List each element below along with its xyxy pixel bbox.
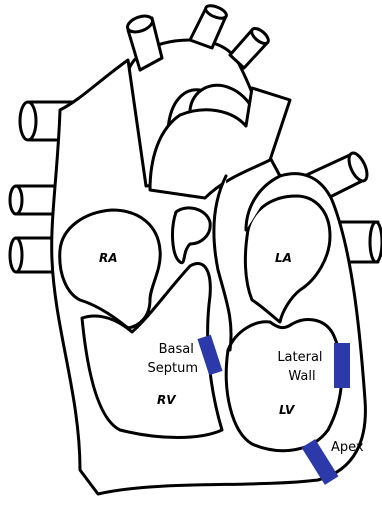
- right-atrium-label: RA: [99, 251, 118, 265]
- right-ventricle-label: RV: [157, 393, 177, 407]
- left-pulmonary-vein-lower-opening: [370, 222, 382, 262]
- lateral-wall-label-line2: Wall: [288, 369, 315, 384]
- superior-vena-cava-opening: [20, 102, 36, 140]
- left-ventricle: [226, 320, 341, 451]
- right-pulmonary-vein-lower-opening: [10, 238, 22, 272]
- left-ventricle-label: LV: [279, 403, 296, 417]
- basal-septum-label-line2: Septum: [147, 361, 198, 376]
- lateral-wall-label-line1: Lateral: [277, 350, 322, 365]
- lateral-wall-marker: [334, 343, 350, 388]
- left-atrium-label: LA: [275, 251, 292, 265]
- basal-septum-label-line1: Basal: [159, 342, 194, 357]
- apex-label: Apex: [331, 440, 364, 455]
- right-pulmonary-vein-upper-opening: [10, 186, 22, 214]
